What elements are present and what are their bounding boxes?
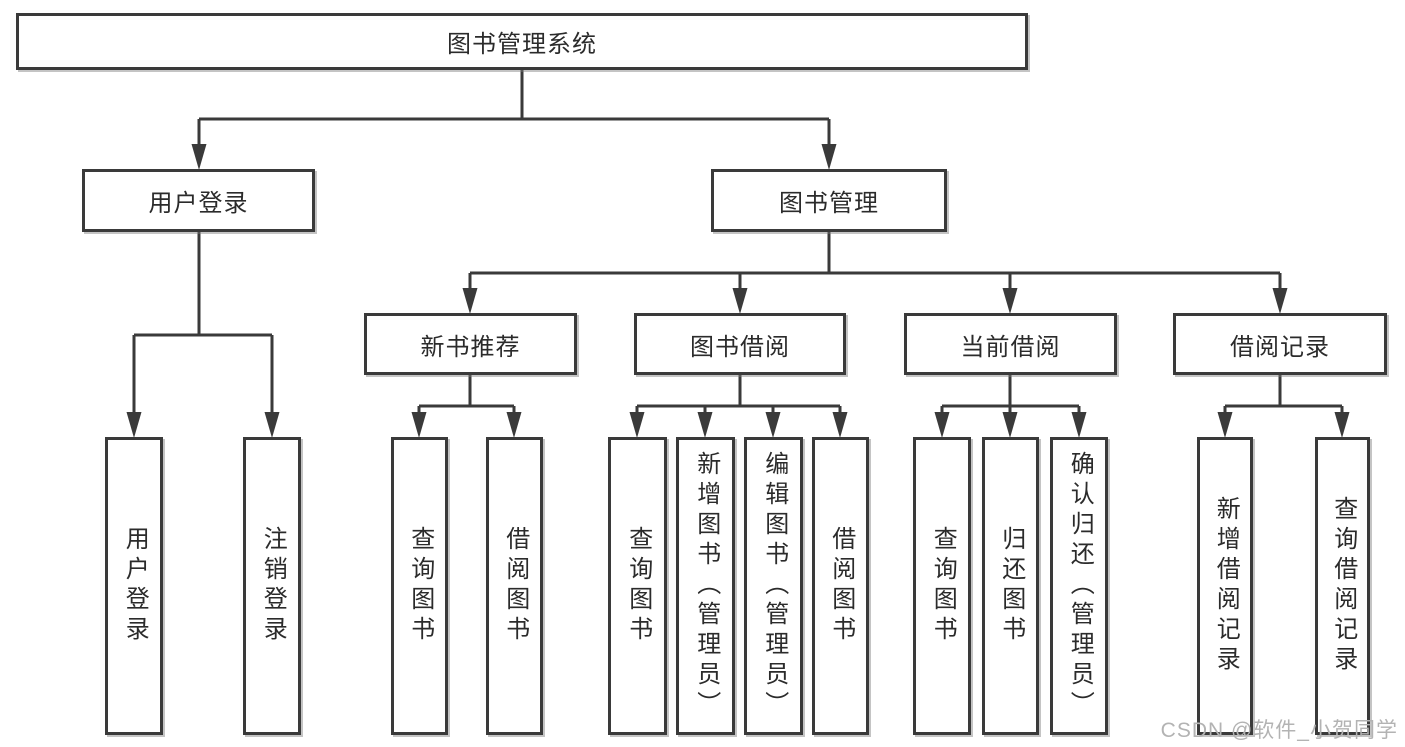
connector-recommend-to-leaves [411,375,522,438]
leaf-borrow-borrow-books: 借阅图书 [812,437,869,735]
csdn-watermark: CSDN @软件_小贺同学 [1160,719,1398,742]
arrow-down-icon [462,288,478,314]
node-current-borrow-label: 当前借阅 [960,333,1061,361]
arrow-down-icon [1334,412,1350,438]
arrow-down-icon [934,412,950,438]
leaf-records-add-record-label: 新增借阅记录 [1212,496,1240,676]
leaf-logout: 注销登录 [243,437,301,735]
node-user-login: 用户登录 [82,169,315,232]
connector-records-to-leaves [1217,375,1350,438]
node-user-login-label: 用户登录 [148,190,249,217]
connector-borrow-to-leaves [629,375,848,438]
leaf-borrow-add-book-admin: 新增图书（管理员） [676,437,735,735]
connector-current-to-leaves [934,375,1087,438]
connector-user-login-to-leaves [126,232,280,438]
leaf-user-login: 用户登录 [105,437,163,735]
leaf-borrow-edit-book-admin-label: 编辑图书（管理员） [760,451,788,721]
leaf-current-query-books-label: 查询图书 [929,526,957,646]
arrow-down-icon [1071,412,1087,438]
node-root-label: 图书管理系统 [447,31,597,58]
leaf-borrow-query-books: 查询图书 [608,437,667,735]
leaf-current-return-book: 归还图书 [982,437,1039,735]
leaf-borrow-query-books-label: 查询图书 [624,526,652,646]
node-new-book-recommend: 新书推荐 [364,313,577,375]
arrow-down-icon [1217,412,1233,438]
leaf-logout-label: 注销登录 [259,526,287,646]
leaf-records-query-record: 查询借阅记录 [1315,437,1370,735]
leaf-recommend-query-books: 查询图书 [391,437,448,735]
leaf-recommend-query-books-label: 查询图书 [406,526,434,646]
leaf-current-confirm-return-admin: 确认归还（管理员） [1050,437,1108,735]
leaf-current-return-book-label: 归还图书 [997,526,1025,646]
leaf-current-confirm-return-admin-label: 确认归还（管理员） [1066,451,1094,721]
arrow-down-icon [697,412,713,438]
leaf-borrow-borrow-books-label: 借阅图书 [827,526,855,646]
leaf-borrow-add-book-admin-label: 新增图书（管理员） [692,451,720,721]
arrow-down-icon [629,412,645,438]
leaf-records-query-record-label: 查询借阅记录 [1329,496,1357,676]
arrow-down-icon [732,288,748,314]
arrow-down-icon [411,412,427,438]
node-book-borrow: 图书借阅 [634,313,846,375]
node-book-borrow-label: 图书借阅 [690,333,790,361]
node-book-management: 图书管理 [711,169,947,232]
arrow-down-icon [506,412,522,438]
node-current-borrow: 当前借阅 [904,313,1117,375]
arrow-down-icon [765,412,781,438]
arrow-down-icon [1002,288,1018,314]
node-borrow-records: 借阅记录 [1173,313,1387,375]
arrow-down-icon [1272,288,1288,314]
arrow-down-icon [832,412,848,438]
arrow-down-icon [264,412,280,438]
node-borrow-records-label: 借阅记录 [1230,333,1330,361]
arrow-down-icon [821,144,837,170]
leaf-recommend-borrow-books-label: 借阅图书 [501,526,529,646]
leaf-recommend-borrow-books: 借阅图书 [486,437,543,735]
connector-book-management-to-level3 [462,232,1288,314]
leaf-user-login-label: 用户登录 [121,526,149,646]
arrow-down-icon [126,412,142,438]
node-new-book-recommend-label: 新书推荐 [420,333,521,361]
connector-root-to-level2 [191,70,837,170]
node-book-management-label: 图书管理 [779,190,879,217]
node-root: 图书管理系统 [16,13,1028,70]
leaf-current-query-books: 查询图书 [913,437,971,735]
arrow-down-icon [191,144,207,170]
leaf-records-add-record: 新增借阅记录 [1197,437,1253,735]
arrow-down-icon [1002,412,1018,438]
leaf-borrow-edit-book-admin: 编辑图书（管理员） [744,437,803,735]
